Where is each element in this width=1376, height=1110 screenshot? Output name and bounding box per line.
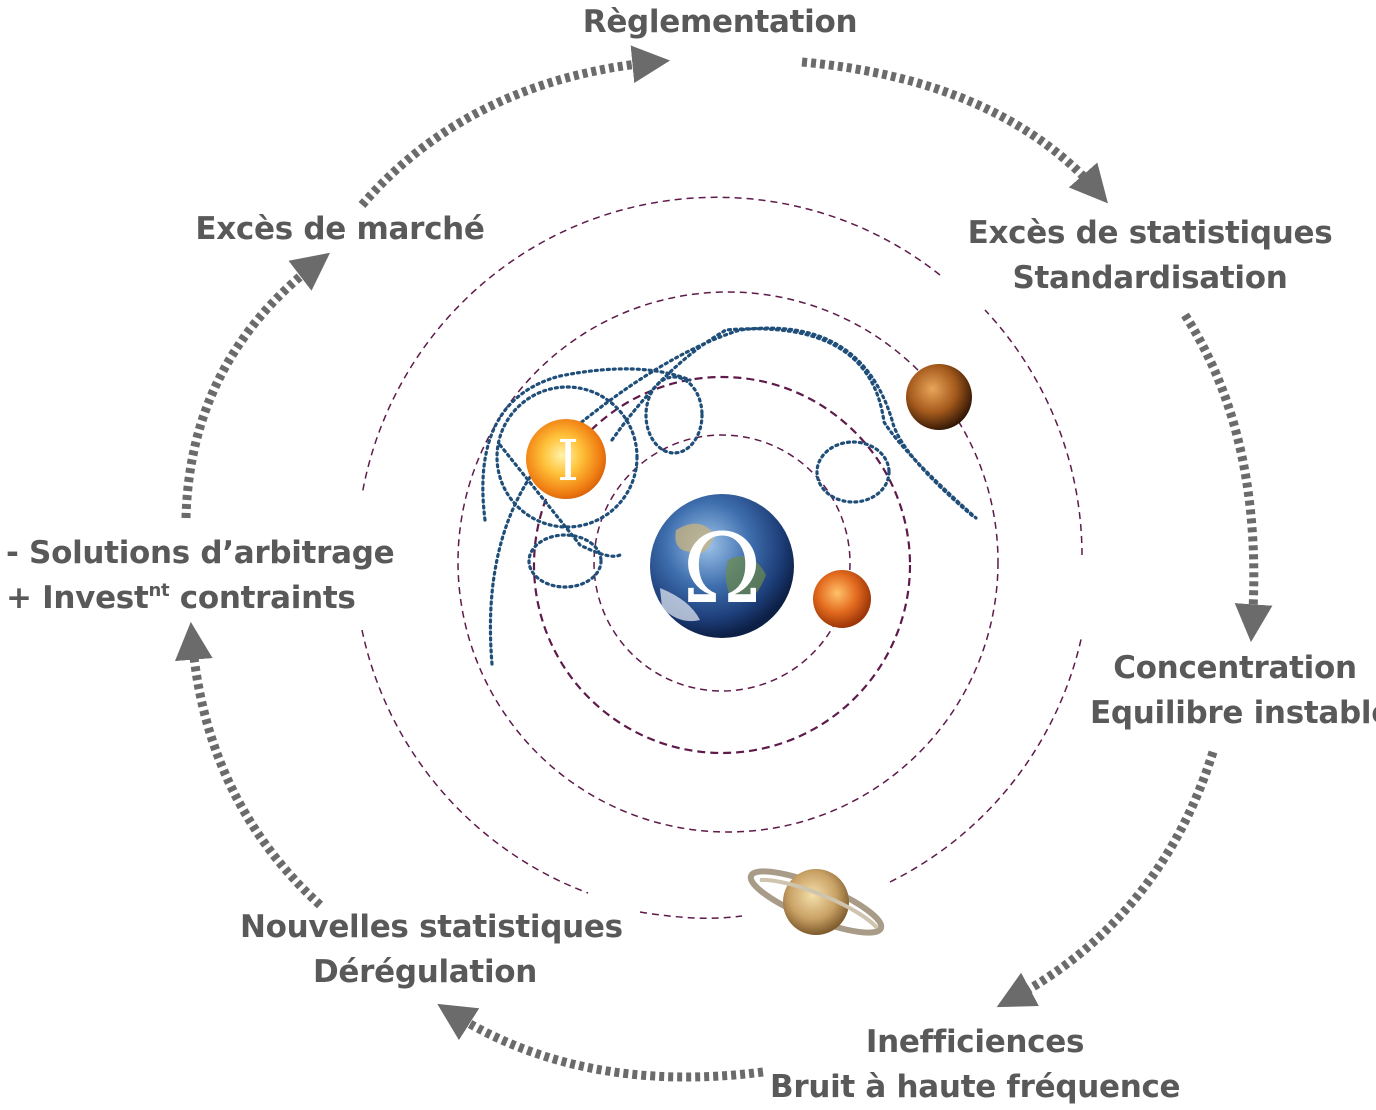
- stage-inefficiences: Inefficiences Bruit à haute fréquence: [770, 1020, 1181, 1110]
- stage-exces-marche: Excès de marché: [180, 207, 500, 252]
- stage-solutions: - Solutions d’arbitrage + Investnt contr…: [6, 531, 395, 621]
- stage-reglementation: Règlementation: [560, 0, 880, 45]
- orbit-outer: [984, 309, 1083, 556]
- saturn-planet-icon: [747, 868, 885, 936]
- orbit-outer: [889, 634, 1083, 883]
- epicycle-circle: [815, 440, 891, 504]
- stage-solutions-superscript: nt: [148, 580, 170, 601]
- orbit-third: [457, 291, 999, 833]
- arrow-concentration-to-inefficiences: [996, 750, 1218, 1008]
- orbit-outer: [639, 911, 743, 919]
- stage-nouvelles-statistiques-line2: Dérégulation: [312, 954, 538, 990]
- sun-icon: I: [526, 419, 606, 499]
- stage-solutions-line2: + Investnt contraints: [6, 576, 376, 621]
- sun-i-symbol: I: [557, 429, 579, 494]
- cycle-arrows: [174, 45, 1273, 1082]
- stage-exces-statistiques: Excès de statistiques Standardisation: [960, 211, 1340, 301]
- orbit-first: [593, 434, 851, 692]
- stage-concentration-line2: Equilibre instable: [1090, 695, 1376, 731]
- stage-inefficiences-line1: Inefficiences: [865, 1024, 1085, 1060]
- epicycle-path: [488, 326, 977, 666]
- stage-solutions-line2-prefix: + Invest: [6, 580, 149, 616]
- stage-nouvelles-statistiques: Nouvelles statistiques Dérégulation: [240, 905, 623, 995]
- arrow-inefficiences-to-nouvelles-statistiques: [437, 1003, 764, 1082]
- epicycles: [481, 326, 978, 666]
- epicycle-path: [481, 367, 692, 522]
- orbit-outer: [361, 629, 589, 894]
- earth-omega-symbol: Ω: [682, 513, 762, 625]
- arrow-solutions-to-exces-marche: [181, 252, 331, 519]
- epicycle-circle: [495, 385, 639, 529]
- stage-reglementation-title: Règlementation: [582, 4, 858, 40]
- orbit-second: [532, 375, 912, 755]
- stage-solutions-line2-suffix: contraints: [169, 580, 356, 616]
- stage-nouvelles-statistiques-line1: Nouvelles statistiques: [240, 909, 623, 945]
- arrow-exces-marche-to-reglementation: [358, 45, 671, 208]
- stage-concentration: Concentration Equilibre instable: [1090, 646, 1376, 736]
- stage-inefficiences-line2: Bruit à haute fréquence: [770, 1069, 1181, 1105]
- epicycle-circle: [527, 533, 603, 589]
- stage-exces-statistiques-line2: Standardisation: [1012, 260, 1288, 296]
- stage-exces-statistiques-line1: Excès de statistiques: [967, 215, 1333, 251]
- venus-planet-icon: [906, 364, 972, 430]
- stage-exces-marche-title: Excès de marché: [195, 211, 485, 247]
- mars-planet-icon: [813, 570, 871, 628]
- epicycle-circle: [644, 375, 704, 455]
- stage-solutions-line1: - Solutions d’arbitrage: [6, 535, 395, 571]
- arrow-reglementation-to-exces-statistiques: [801, 57, 1108, 204]
- epicycle-path: [498, 443, 622, 558]
- earth-icon: Ω: [650, 494, 794, 638]
- arrow-nouvelles-statistiques-to-solutions: [174, 621, 324, 909]
- arrow-exces-statistiques-to-concentration: [1181, 312, 1273, 643]
- stage-concentration-line1: Concentration: [1113, 650, 1357, 686]
- orbit-outer: [361, 196, 941, 496]
- orbits: [361, 196, 1083, 919]
